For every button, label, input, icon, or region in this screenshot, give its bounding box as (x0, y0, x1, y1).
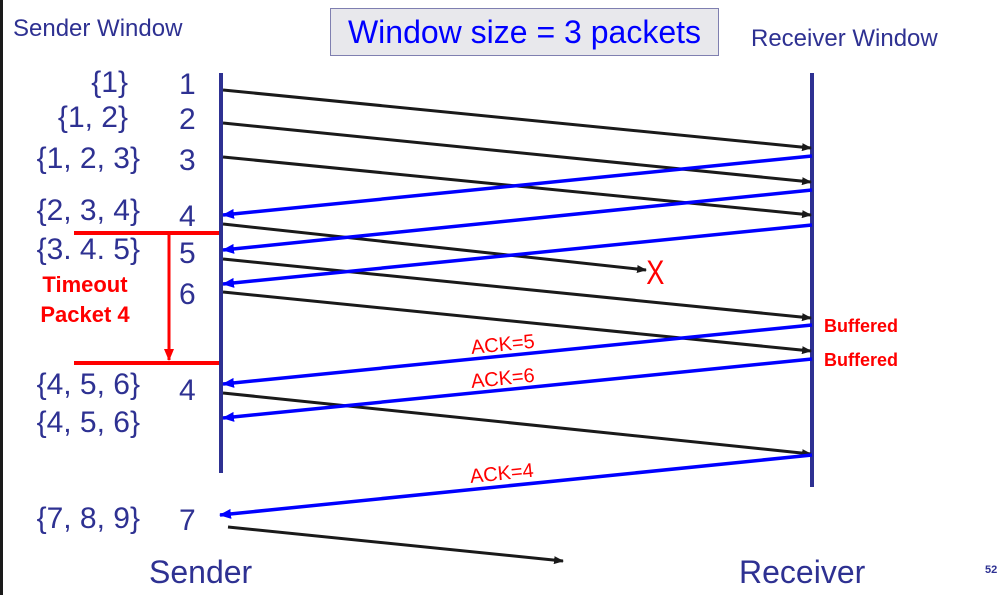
ack-4-arrow (219, 453, 813, 519)
sequence-number: 6 (179, 278, 196, 311)
page-number: 52 (985, 564, 998, 576)
sequence-number: 5 (179, 237, 196, 270)
buffered-note: Buffered (824, 316, 899, 336)
sequence-number: 7 (179, 504, 196, 537)
sender-window-set: {1} (91, 66, 128, 99)
ack-5-arrow (222, 323, 813, 388)
sender-window-set: {3. 4. 5} (36, 233, 140, 266)
sequence-number: 3 (179, 144, 196, 177)
sender-window-set: {1, 2} (57, 101, 128, 134)
slide-left-border (0, 0, 3, 595)
packet-loss-marker: X (646, 254, 665, 292)
window-size-title-text: Window size = 3 packets (347, 13, 702, 50)
data-packet-4-lost-arrow (222, 222, 647, 274)
sender-window-set: {7, 8, 9} (36, 502, 140, 535)
receiver-label: Receiver (739, 554, 866, 590)
sender-window-set: {4, 5, 6} (36, 406, 140, 439)
sender-window-header: Sender Window (13, 15, 183, 42)
buffered-note: Buffered (824, 350, 899, 370)
sender-window-set: {4, 5, 6} (36, 368, 140, 401)
sequence-number: 4 (179, 200, 196, 233)
ack-arrow (222, 154, 813, 219)
data-packet-5-arrow (222, 257, 812, 322)
ack-arrow (222, 188, 813, 254)
sender-window-set: {1, 2, 3} (36, 142, 140, 175)
sequence-number: 4 (179, 374, 196, 407)
data-packet-1-arrow (222, 88, 812, 152)
ack-6-arrow (222, 357, 813, 422)
receiver-window-header: Receiver Window (751, 25, 938, 52)
data-packet-4-retransmit-arrow (222, 391, 812, 458)
ack-arrow (222, 223, 813, 288)
data-packet-6-arrow (222, 290, 812, 355)
timeout-label-line: Packet 4 (40, 301, 130, 327)
data-packet-2-arrow (222, 121, 812, 186)
sender-label: Sender (149, 554, 253, 590)
sender-window-set: {2, 3, 4} (36, 194, 140, 227)
sequence-number: 2 (179, 103, 196, 136)
timeout-label: Timeout Packet 4 (28, 270, 142, 329)
sequence-number: 1 (179, 68, 196, 101)
timeout-label-line: Timeout (42, 272, 128, 297)
data-packet-7-arrow (227, 525, 564, 565)
window-size-title: Window size = 3 packets (330, 8, 719, 56)
